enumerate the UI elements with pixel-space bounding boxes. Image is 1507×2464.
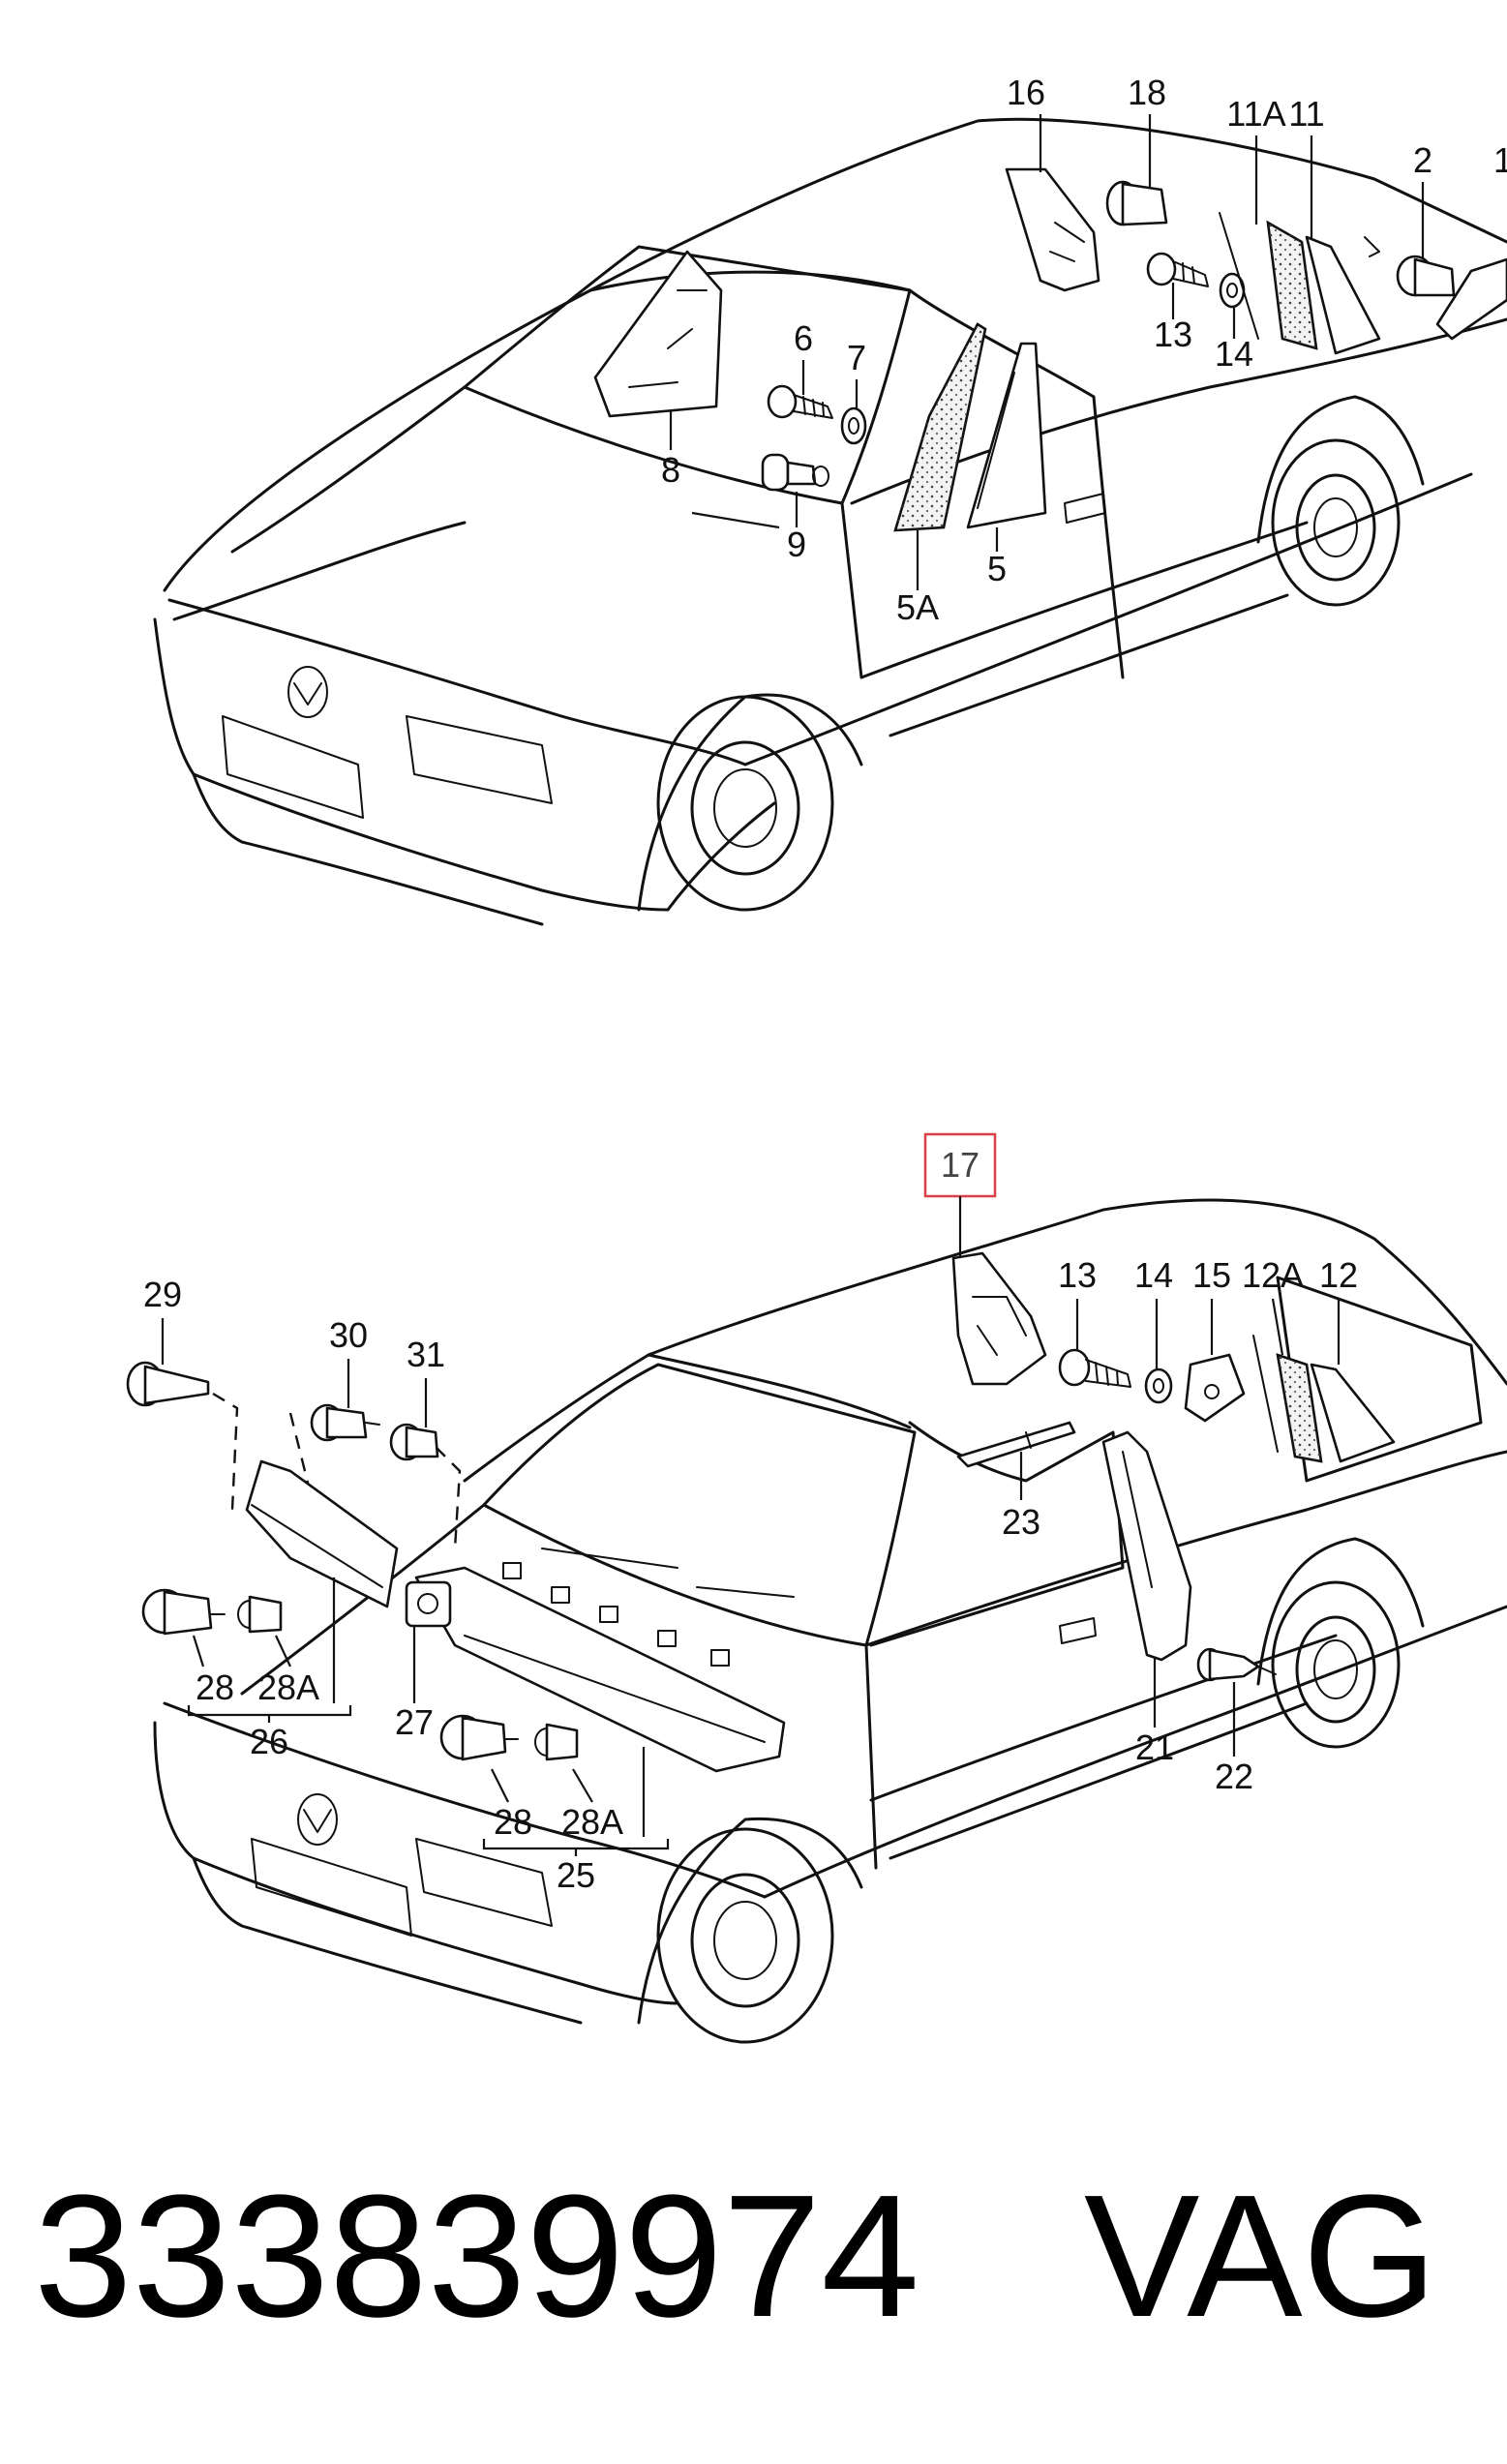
callout-11: 11 (1288, 94, 1324, 134)
top-car-illustration (153, 117, 1507, 926)
callout-2: 2 (1413, 140, 1432, 180)
callout-18: 18 (1128, 73, 1166, 112)
callout-14-bottom: 14 (1134, 1255, 1173, 1295)
callout-15: 15 (1192, 1255, 1231, 1295)
callout-12a: 12A (1242, 1255, 1304, 1295)
top-callouts: 16 18 11A 11 2 1 6 7 13 14 8 9 5 5A (661, 73, 1507, 627)
callout-16: 16 (1007, 73, 1045, 112)
callout-7: 7 (847, 338, 866, 377)
callout-17: 17 (941, 1145, 980, 1185)
bottom-car-illustration (126, 1198, 1507, 2044)
callout-21: 21 (1135, 1728, 1174, 1767)
callout-23: 23 (1002, 1502, 1040, 1542)
callout-22: 22 (1215, 1757, 1253, 1796)
callout-1: 1 (1493, 140, 1507, 180)
callout-28-mid: 28 (494, 1802, 532, 1842)
bottom-callouts: 17 29 30 31 13 14 15 12A 12 23 28 28A 26… (143, 1132, 1358, 1895)
callout-13-top: 13 (1154, 315, 1192, 354)
callout-12: 12 (1319, 1255, 1358, 1295)
callout-29: 29 (143, 1275, 182, 1314)
callout-5a: 5A (896, 587, 939, 627)
callout-9: 9 (787, 525, 806, 564)
callout-28a-mid: 28A (561, 1802, 623, 1842)
callout-14-top: 14 (1215, 334, 1253, 374)
brand-name: VAG (1084, 2159, 1437, 2354)
callout-5: 5 (987, 549, 1007, 588)
callout-25: 25 (557, 1855, 595, 1895)
callout-13-bottom: 13 (1058, 1255, 1097, 1295)
callout-28a-left: 28A (257, 1668, 319, 1707)
callout-11a: 11A (1226, 94, 1285, 134)
part-label: 333839974 VAG (34, 2159, 1437, 2354)
callout-8: 8 (661, 450, 680, 490)
callout-31: 31 (407, 1335, 445, 1374)
callout-6: 6 (794, 318, 813, 358)
callout-27: 27 (395, 1702, 434, 1742)
callout-28-left: 28 (196, 1668, 234, 1707)
callout-26: 26 (250, 1722, 288, 1761)
part-number: 333839974 (34, 2159, 919, 2354)
callout-30: 30 (329, 1315, 368, 1355)
